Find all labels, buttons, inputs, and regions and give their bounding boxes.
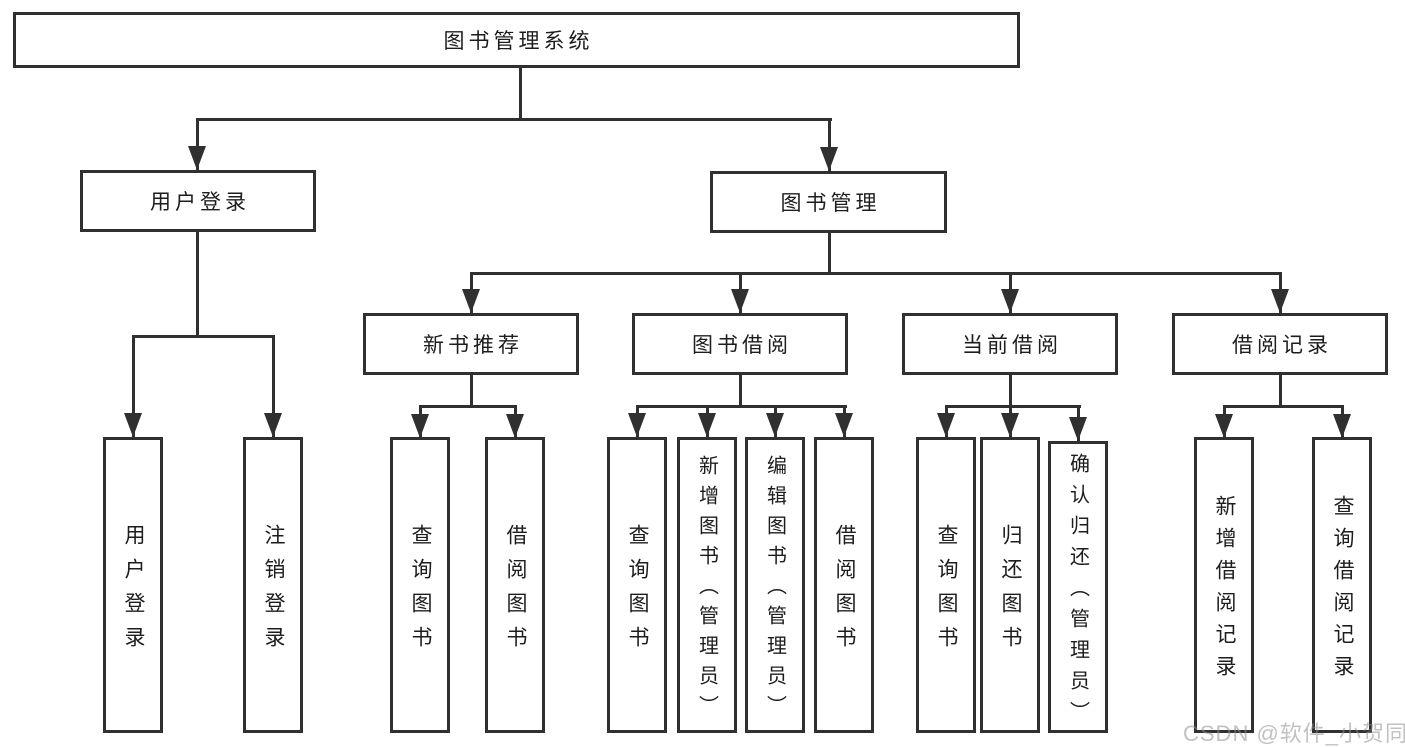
connector-line [945,405,1081,408]
node-label: 当前借阅 [962,334,1062,357]
leaf-add-borrow-record-node: 新增借阅记录 [1194,437,1254,733]
connector-line [1223,405,1344,408]
node-label: 借阅图书 [504,523,527,660]
node-label: 新增借阅记录 [1213,494,1236,687]
csdn-watermark: CSDN @软件_小贺同学 [1183,721,1405,746]
connector-line [197,118,832,121]
connector-line [1279,373,1282,405]
connector-line [1009,373,1012,405]
leaf-user-login-node: 用户登录 [103,437,163,733]
arrowhead-down-icon [1001,289,1019,313]
arrowhead-down-icon [628,413,646,437]
leaf-query-books-current-node: 查询图书 [916,437,976,733]
leaf-confirm-return-admin-node: 确认归还（管理员） [1048,441,1108,733]
root-node: 图书管理系统 [13,12,1020,68]
branch-user-login-node: 用户登录 [80,170,316,232]
leaf-borrow-books-recommend-node: 借阅图书 [485,437,545,733]
section-borrow-record-node: 借阅记录 [1172,313,1388,375]
arrowhead-down-icon [766,413,784,437]
arrowhead-down-icon [506,414,524,438]
arrowhead-down-icon [731,289,749,313]
connector-line [196,118,199,170]
node-label: 新增图书（管理员） [695,455,718,725]
section-current-borrow-node: 当前借阅 [902,313,1118,375]
connector-line [739,373,742,405]
arrowhead-down-icon [1333,414,1351,438]
connector-line [132,335,135,437]
arrowhead-down-icon [1069,417,1087,441]
node-label: 新书推荐 [423,334,523,357]
leaf-borrow-books-node: 借阅图书 [814,437,874,733]
leaf-query-borrow-record-node: 查询借阅记录 [1312,437,1372,733]
connector-line [636,405,847,408]
node-label: 查询图书 [409,523,432,660]
connector-line [272,335,275,437]
node-label: 用户登录 [150,191,250,214]
connector-line [828,118,831,171]
node-label: 借阅记录 [1232,334,1332,357]
arrowhead-down-icon [124,413,142,437]
arrowhead-down-icon [1001,413,1019,437]
connector-line [470,373,473,405]
node-label: 图书管理系统 [443,30,594,53]
arrowhead-down-icon [1271,289,1289,313]
connector-line [828,231,831,272]
section-new-book-recommend-node: 新书推荐 [363,313,579,375]
arrowhead-down-icon [411,414,429,438]
node-label: 图书借阅 [692,334,792,357]
connector-line [419,405,517,408]
leaf-query-books-recommend-node: 查询图书 [390,437,450,733]
arrowhead-down-icon [462,289,480,313]
leaf-query-books-borrow-node: 查询图书 [607,437,667,733]
node-label: 注销登录 [262,523,285,660]
leaf-edit-books-admin-node: 编辑图书（管理员） [745,437,805,733]
node-label: 查询借阅记录 [1331,494,1354,687]
connector-line [470,272,1282,275]
arrowhead-down-icon [698,413,716,437]
leaf-logout-node: 注销登录 [243,437,303,733]
connector-line [196,230,199,335]
node-label: 借阅图书 [833,523,856,660]
node-label: 查询图书 [626,523,649,660]
arrowhead-down-icon [264,413,282,437]
connector-line [519,66,522,118]
arrowhead-down-icon [937,413,955,437]
node-label: 确认归还（管理员） [1066,453,1089,732]
leaf-add-books-admin-node: 新增图书（管理员） [677,437,737,733]
branch-book-management-node: 图书管理 [710,171,947,233]
arrowhead-down-icon [820,147,838,171]
arrowhead-down-icon [188,146,206,170]
node-label: 编辑图书（管理员） [763,455,786,725]
connector-line [132,335,275,338]
node-label: 用户登录 [122,523,145,660]
node-label: 查询图书 [935,523,958,660]
leaf-return-books-node: 归还图书 [980,437,1040,733]
arrowhead-down-icon [1215,414,1233,438]
arrowhead-down-icon [835,413,853,437]
node-label: 图书管理 [780,192,881,215]
section-book-borrow-node: 图书借阅 [632,313,848,375]
node-label: 归还图书 [999,523,1022,660]
